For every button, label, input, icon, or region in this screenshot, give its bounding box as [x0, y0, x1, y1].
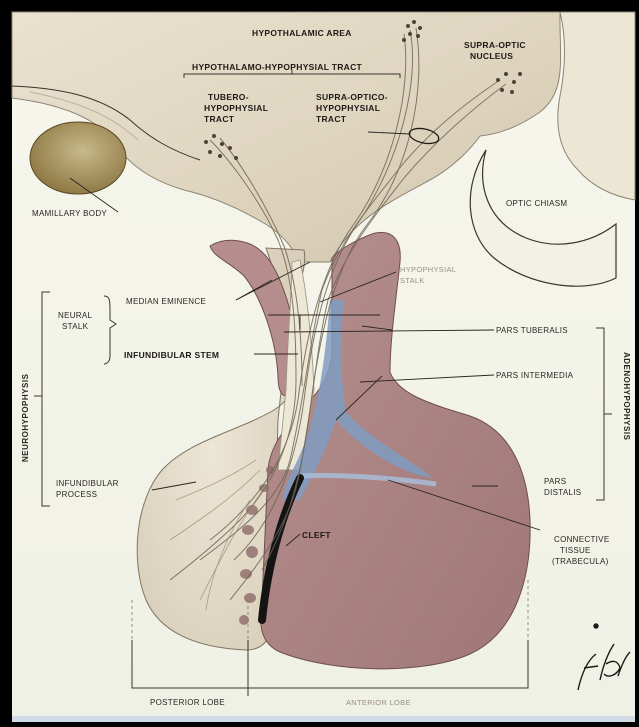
label-infundibular-stem: INFUNDIBULAR STEM — [124, 350, 219, 360]
label-hypothalamic-area: HYPOTHALAMIC AREA — [252, 28, 352, 38]
label-hypophysial-stalk-2: STALK — [400, 276, 425, 285]
label-supra-optic-nucleus-1: SUPRA-OPTIC — [464, 40, 526, 50]
label-tubero-hypophysial-2: HYPOPHYSIAL — [204, 103, 268, 113]
label-pars-tuberalis: PARS TUBERALIS — [496, 326, 568, 335]
label-supra-optico-3: TRACT — [316, 114, 347, 124]
label-mamillary-body: MAMILLARY BODY — [32, 209, 107, 218]
label-neural-stalk-2: STALK — [62, 322, 89, 331]
label-adenohypophysis: ADENOHYPOPHYSIS — [622, 352, 631, 441]
label-neurohypophysis: NEUROHYPOPHYSIS — [21, 373, 30, 462]
label-connective-tissue-3: (TRABECULA) — [552, 557, 609, 566]
label-cleft: CLEFT — [302, 530, 331, 540]
label-connective-tissue-2: TISSUE — [560, 546, 591, 555]
label-anterior-lobe: ANTERIOR LOBE — [346, 698, 411, 707]
label-hypophysial-stalk-1: HYPOPHYSIAL — [400, 265, 456, 274]
label-infundibular-process-2: PROCESS — [56, 490, 97, 499]
label-optic-chiasm: OPTIC CHIASM — [506, 199, 567, 208]
label-pars-distalis-2: DISTALIS — [544, 488, 581, 497]
label-hypothalamo-hypophysial-tract: HYPOTHALAMO-HYPOPHYSIAL TRACT — [192, 62, 363, 72]
label-tubero-hypophysial-1: TUBERO- — [208, 92, 249, 102]
label-supra-optic-nucleus-2: NUCLEUS — [470, 51, 513, 61]
label-posterior-lobe: POSTERIOR LOBE — [150, 698, 225, 707]
label-pars-distalis-1: PARS — [544, 477, 566, 486]
label-tubero-hypophysial-3: TRACT — [204, 114, 235, 124]
label-median-eminence: MEDIAN EMINENCE — [126, 297, 206, 306]
label-neural-stalk-1: NEURAL — [58, 311, 93, 320]
label-supra-optico-2: HYPOPHYSIAL — [316, 103, 380, 113]
label-pars-intermedia: PARS INTERMEDIA — [496, 371, 574, 380]
label-infundibular-process-1: INFUNDIBULAR — [56, 479, 119, 488]
label-connective-tissue-1: CONNECTIVE — [554, 535, 609, 544]
label-supra-optico-1: SUPRA-OPTICO- — [316, 92, 388, 102]
